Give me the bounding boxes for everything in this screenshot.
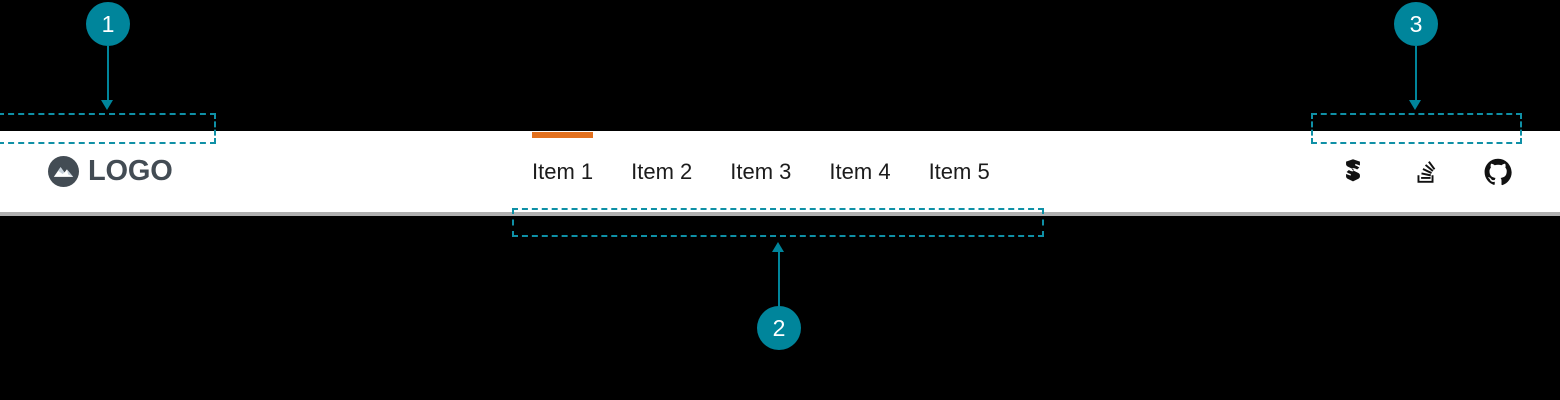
nav-item-5[interactable]: Item 5 xyxy=(928,159,990,184)
nav-items: Item 1 Item 2 Item 3 Item 4 Item 5 xyxy=(532,131,990,212)
navbar: LOGO Item 1 Item 2 Item 3 Item 4 Item 5 xyxy=(0,131,1560,216)
social-icons xyxy=(1340,131,1512,212)
callout-2-arrowhead xyxy=(772,242,784,252)
callout-3-badge: 3 xyxy=(1394,2,1438,46)
nav-item-1[interactable]: Item 1 xyxy=(532,131,594,212)
callout-3-arrowhead xyxy=(1409,100,1421,110)
callout-1-badge: 1 xyxy=(86,2,130,46)
callout-1-arrowhead xyxy=(101,100,113,110)
github-icon[interactable] xyxy=(1484,158,1512,186)
stack-overflow-icon[interactable] xyxy=(1412,158,1440,186)
mountain-logo-icon xyxy=(48,156,79,187)
nav-item-2[interactable]: Item 2 xyxy=(631,159,693,184)
sourcerer-icon[interactable] xyxy=(1340,158,1368,186)
callout-2-stem xyxy=(778,252,780,308)
callout-2-badge: 2 xyxy=(757,306,801,350)
nav-item-4[interactable]: Item 4 xyxy=(829,159,891,184)
brand-label: LOGO xyxy=(88,155,173,187)
callout-3-stem xyxy=(1415,46,1417,102)
nav-item-3[interactable]: Item 3 xyxy=(730,159,792,184)
callout-1-stem xyxy=(107,46,109,102)
brand-logo-link[interactable]: LOGO xyxy=(48,131,173,212)
